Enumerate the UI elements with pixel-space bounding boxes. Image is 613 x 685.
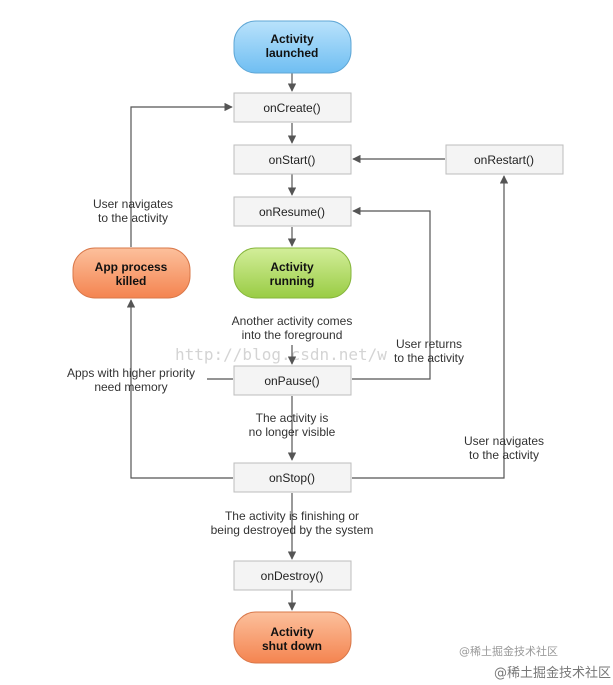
- svg-text:User navigates: User navigates: [464, 434, 544, 448]
- watermark-juejin-large: @稀土掘金技术社区: [494, 665, 611, 681]
- label-user-navigates-right: User navigates to the activity: [464, 434, 544, 462]
- on-pause-label: onPause(): [264, 374, 319, 388]
- svg-text:Apps with higher priority: Apps with higher priority: [67, 366, 195, 380]
- edges: [126, 72, 509, 611]
- node-on-pause: onPause(): [233, 365, 352, 396]
- on-destroy-label: onDestroy(): [261, 569, 324, 583]
- node-on-destroy: onDestroy(): [233, 560, 352, 591]
- edge-pause-resume: [352, 206, 431, 380]
- app-process-killed-line1: App process: [95, 260, 168, 274]
- edge-stop-killed: [126, 299, 233, 479]
- label-user-returns: User returns to the activity: [394, 337, 464, 365]
- node-app-process-killed: App process killed: [72, 247, 191, 299]
- node-on-resume: onResume(): [233, 196, 352, 227]
- node-activity-shut-down: Activity shut down: [233, 611, 352, 664]
- svg-text:The activity is finishing or: The activity is finishing or: [225, 509, 359, 523]
- svg-text:being destroyed by the system: being destroyed by the system: [211, 523, 374, 537]
- activity-running-line2: running: [270, 274, 315, 288]
- svg-text:to the activity: to the activity: [98, 211, 168, 225]
- svg-text:need memory: need memory: [94, 380, 167, 394]
- label-apps-higher-priority: Apps with higher priority need memory: [67, 366, 195, 394]
- svg-text:into the foreground: into the foreground: [242, 328, 343, 342]
- app-process-killed-line2: killed: [116, 274, 147, 288]
- watermark-url: http://blog.csdn.net/w: [175, 345, 387, 364]
- edge-killed-create: [130, 102, 233, 247]
- activity-shut-down-line2: shut down: [262, 639, 322, 653]
- svg-text:to the activity: to the activity: [394, 351, 464, 365]
- node-on-restart: onRestart(): [445, 144, 564, 175]
- label-finishing: The activity is finishing or being destr…: [211, 509, 374, 537]
- node-on-stop: onStop(): [233, 462, 352, 493]
- on-start-label: onStart(): [269, 153, 316, 167]
- node-activity-launched: Activity launched: [233, 20, 352, 74]
- activity-shut-down-line1: Activity: [270, 625, 314, 639]
- activity-running-line1: Activity: [270, 260, 314, 274]
- on-resume-label: onResume(): [259, 205, 325, 219]
- svg-text:User returns: User returns: [396, 337, 462, 351]
- label-no-longer-visible: The activity is no longer visible: [249, 411, 336, 439]
- watermark-juejin-small: @稀土掘金技术社区: [459, 644, 558, 658]
- activity-launched-line1: Activity: [270, 32, 314, 46]
- label-user-navigates-left: User navigates to the activity: [93, 197, 173, 225]
- activity-launched-line2: launched: [266, 46, 319, 60]
- svg-text:The activity is: The activity is: [256, 411, 329, 425]
- svg-text:to the activity: to the activity: [469, 448, 539, 462]
- svg-text:User navigates: User navigates: [93, 197, 173, 211]
- node-on-create: onCreate(): [233, 92, 352, 123]
- label-another-activity: Another activity comes into the foregrou…: [232, 314, 353, 342]
- on-restart-label: onRestart(): [474, 153, 534, 167]
- node-activity-running: Activity running: [233, 247, 352, 299]
- node-on-start: onStart(): [233, 144, 352, 175]
- on-create-label: onCreate(): [263, 101, 320, 115]
- svg-text:Another activity comes: Another activity comes: [232, 314, 353, 328]
- on-stop-label: onStop(): [269, 471, 315, 485]
- edge-stop-restart: [352, 175, 509, 479]
- svg-text:no longer visible: no longer visible: [249, 425, 336, 439]
